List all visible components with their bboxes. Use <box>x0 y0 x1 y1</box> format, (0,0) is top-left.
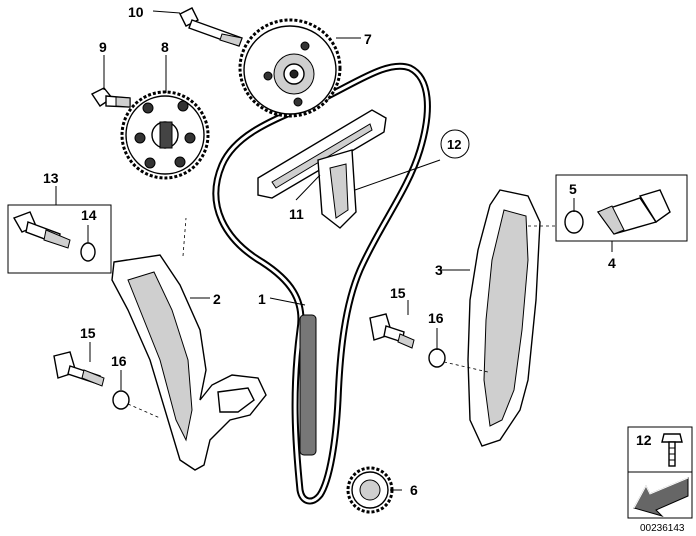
label-part-13: 13 <box>43 170 59 186</box>
label-part-15-right: 15 <box>390 285 406 301</box>
tensioner-rail-2 <box>111 254 267 471</box>
label-part-12-callout: 12 <box>447 137 461 152</box>
label-part-14: 14 <box>81 207 97 223</box>
slide-rail <box>257 109 387 229</box>
legend-box: 12 <box>627 426 693 519</box>
sprocket-6 <box>346 466 394 514</box>
bolt-15-right <box>369 313 415 349</box>
label-part-5: 5 <box>569 181 577 197</box>
label-part-15-left: 15 <box>80 325 96 341</box>
legend-arrow-icon <box>633 477 689 518</box>
label-part-2: 2 <box>213 291 221 307</box>
parts-box-4 <box>555 174 688 242</box>
label-part-4: 4 <box>608 255 616 271</box>
bolt-13 <box>12 211 71 249</box>
leader-lines <box>55 10 613 491</box>
tensioner-rail-3 <box>467 189 541 447</box>
parts-box-13 <box>7 204 112 274</box>
seal-ring-16-right <box>428 348 446 368</box>
chain-tensioner-4 <box>596 189 671 235</box>
sprocket-7 <box>238 18 342 118</box>
label-part-10: 10 <box>128 4 144 20</box>
legend-bolt-icon <box>661 433 683 467</box>
label-part-8: 8 <box>161 39 169 55</box>
sprocket-8 <box>120 90 210 180</box>
label-part-3: 3 <box>435 262 443 278</box>
legend-number: 12 <box>636 432 652 448</box>
seal-ring-5 <box>564 210 584 234</box>
label-part-16-left: 16 <box>111 353 127 369</box>
seal-ring-16-left <box>112 390 130 410</box>
seal-ring-14 <box>80 242 96 262</box>
timing-chain <box>212 62 431 505</box>
diagram-reference-number: 00236143 <box>640 523 685 534</box>
label-part-9: 9 <box>99 39 107 55</box>
label-part-7: 7 <box>364 31 372 47</box>
bolt-10 <box>179 7 243 47</box>
label-part-1: 1 <box>258 291 266 307</box>
label-part-16-right: 16 <box>428 310 444 326</box>
label-part-11: 11 <box>289 206 304 222</box>
bolt-9 <box>90 87 131 108</box>
label-part-6: 6 <box>410 482 418 498</box>
callout-12-circle <box>440 129 470 159</box>
bolt-15-left <box>53 351 105 387</box>
